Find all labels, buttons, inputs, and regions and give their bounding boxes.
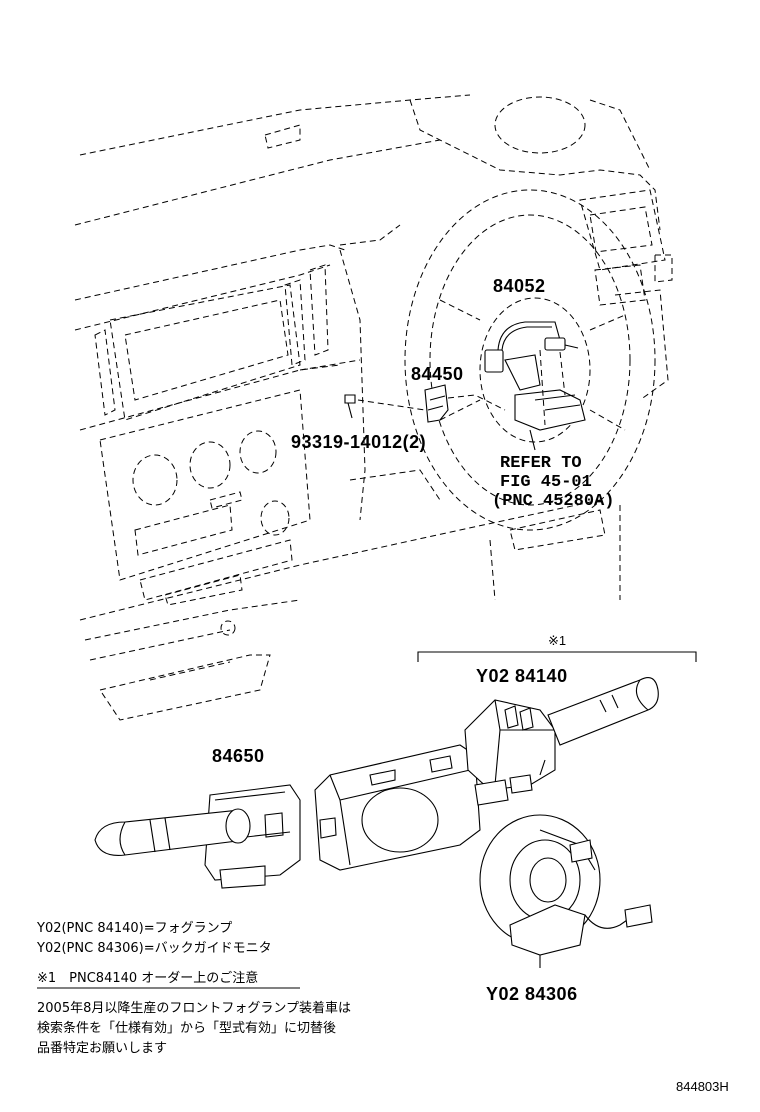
- part-84140-lever: [464, 677, 659, 806]
- steering-column-parts: [504, 349, 586, 451]
- dashboard-outline: [74, 94, 673, 721]
- part-84450-switch: [424, 384, 506, 423]
- part-84306-spiral-cable: [479, 814, 653, 968]
- part-84052-harness: [484, 321, 579, 373]
- refer-line-2: FIG 45-01: [500, 473, 592, 492]
- label-84650: 84650: [212, 746, 265, 766]
- mark1-bracket: [417, 651, 697, 662]
- refer-line-1: REFER TO: [500, 454, 582, 473]
- combination-switch-base: [314, 744, 481, 871]
- note-line-1: Y02(PNC 84140)=フォグランプ: [37, 921, 233, 936]
- refer-line-3: (PNC 45280A): [492, 492, 615, 511]
- label-y02-84140: Y02 84140: [476, 666, 568, 686]
- mark1-label: ※1: [548, 633, 567, 648]
- steering-wheel: [404, 189, 656, 531]
- figure-number: 844803H: [676, 1079, 729, 1094]
- note-line-2: Y02(PNC 84306)=バックガイドモニタ: [37, 941, 272, 956]
- note-body-2: 検索条件を「仕様有効」から「型式有効」に切替後: [37, 1021, 337, 1036]
- label-84450: 84450: [411, 364, 464, 384]
- label-84052: 84052: [493, 276, 546, 296]
- part-84650-lever: [94, 784, 301, 889]
- note-body-3: 品番特定お願いします: [37, 1041, 168, 1056]
- note-body-1: 2005年8月以降生産のフロントフォグランプ装着車は: [37, 1001, 351, 1016]
- part-93319-bolt: [344, 394, 426, 419]
- note-heading: ※1 PNC84140 オーダー上のご注意: [37, 971, 259, 986]
- label-y02-84306: Y02 84306: [486, 984, 578, 1004]
- label-93319-14012: 93319-14012(2): [291, 432, 427, 452]
